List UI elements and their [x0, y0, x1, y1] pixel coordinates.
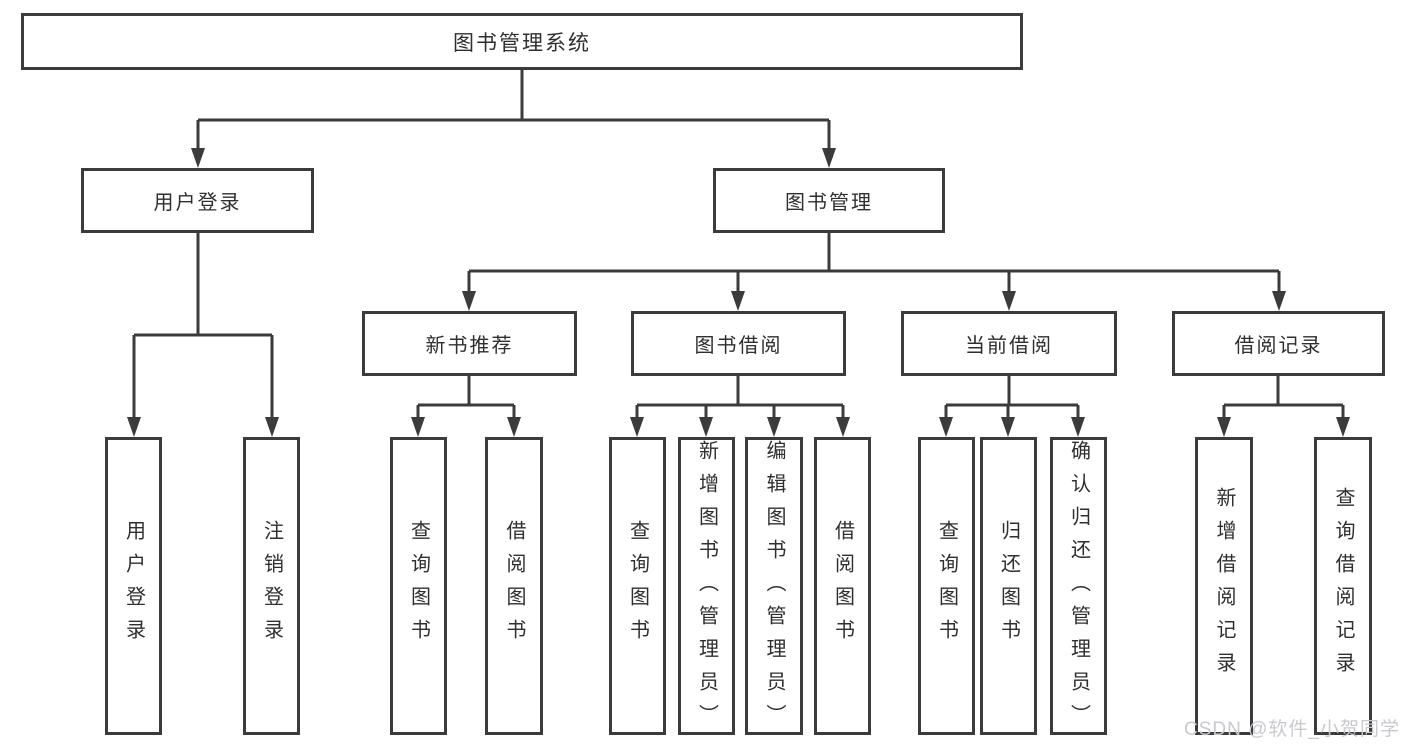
node-new-book-recommend: 新书推荐 [362, 311, 577, 376]
leaf-logout: 注销登录 [243, 437, 300, 735]
node-label: 借阅图书 [503, 520, 525, 652]
leaf-add-borrow-record: 新增借阅记录 [1195, 437, 1253, 735]
leaf-user-login: 用户登录 [105, 437, 162, 735]
node-book-management: 图书管理 [713, 168, 945, 233]
node-label: 当前借阅 [965, 335, 1053, 357]
node-book-borrowing: 图书借阅 [631, 311, 846, 376]
node-label: 查询图书 [407, 520, 430, 652]
leaf-edit-books-admin: 编辑图书（管理员） [745, 437, 803, 737]
node-label: 新增图书（管理员） [695, 440, 718, 737]
node-user-login: 用户登录 [81, 168, 314, 233]
node-label: 借阅图书 [831, 520, 854, 652]
leaf-return-books: 归还图书 [980, 437, 1037, 735]
node-label: 归还图书 [997, 520, 1020, 652]
node-label: 编辑图书（管理员） [763, 440, 785, 737]
node-library-management-system: 图书管理系统 [21, 13, 1023, 70]
leaf-borrow-books-2: 借阅图书 [814, 437, 871, 735]
node-label: 用户登录 [122, 520, 145, 652]
node-label: 图书管理 [785, 192, 873, 214]
node-label: 查询图书 [626, 520, 649, 652]
node-label: 查询图书 [935, 520, 958, 652]
leaf-confirm-return-admin: 确认归还（管理员） [1050, 437, 1107, 737]
node-label: 新书推荐 [425, 335, 514, 357]
leaf-add-books-admin: 新增图书（管理员） [678, 437, 735, 737]
node-current-borrowing: 当前借阅 [901, 311, 1117, 376]
node-borrowing-records: 借阅记录 [1172, 311, 1385, 376]
leaf-borrow-books-1: 借阅图书 [485, 437, 543, 735]
node-label: 新增借阅记录 [1213, 487, 1235, 685]
node-label: 图书借阅 [694, 335, 783, 357]
node-label: 借阅记录 [1234, 335, 1323, 357]
leaf-query-books-3: 查询图书 [918, 437, 975, 735]
node-label: 确认归还（管理员） [1067, 440, 1090, 737]
leaf-query-borrow-record: 查询借阅记录 [1314, 437, 1372, 735]
node-label: 注销登录 [260, 520, 283, 652]
leaf-query-books-2: 查询图书 [609, 437, 666, 735]
node-label: 查询借阅记录 [1332, 487, 1354, 685]
csdn-watermark: CSDN @软件_小贺同学 [1184, 719, 1400, 740]
node-label: 用户登录 [153, 192, 242, 214]
leaf-query-books-1: 查询图书 [390, 437, 447, 735]
node-label: 图书管理系统 [453, 31, 591, 55]
